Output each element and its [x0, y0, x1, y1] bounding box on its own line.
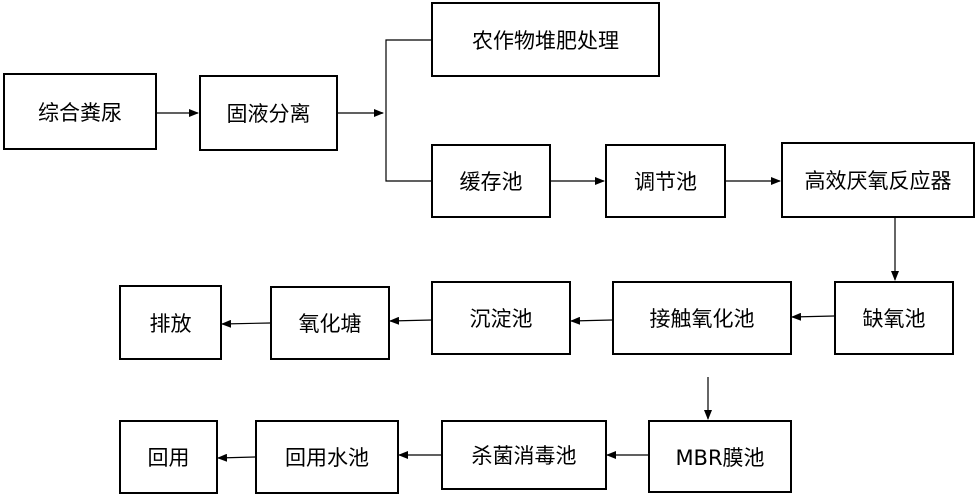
- node-contact-oxidation-tank: 接触氧化池: [612, 281, 792, 355]
- node-composite-manure: 综合粪尿: [3, 73, 157, 150]
- branch-connector: [385, 39, 432, 182]
- node-mbr-tank: MBR膜池: [648, 420, 792, 493]
- node-crop-compost: 农作物堆肥处理: [431, 2, 660, 77]
- arrow-oxidation-to-discharge: [221, 319, 271, 328]
- arrow-reuse-tank-to-reuse: [217, 453, 256, 462]
- arrow-contact-to-sedimentation: [570, 316, 613, 325]
- node-anaerobic-reactor: 高效厌氧反应器: [781, 142, 975, 218]
- node-regulating-tank: 调节池: [605, 144, 726, 218]
- node-reuse: 回用: [119, 420, 218, 494]
- node-oxidation-pond: 氧化塘: [270, 286, 390, 360]
- node-disinfection-tank: 杀菌消毒池: [441, 420, 607, 490]
- node-sedimentation-tank: 沉淀池: [431, 281, 571, 355]
- node-discharge: 排放: [119, 285, 222, 360]
- node-anoxic-tank: 缺氧池: [834, 281, 954, 355]
- node-reuse-water-tank: 回用水池: [255, 420, 399, 494]
- arrow-anoxic-to-contact: [791, 312, 835, 321]
- node-solid-liquid-separation: 固液分离: [199, 75, 338, 151]
- arrow-sedimentation-to-oxidation: [389, 316, 433, 325]
- node-buffer-tank: 缓存池: [431, 144, 551, 218]
